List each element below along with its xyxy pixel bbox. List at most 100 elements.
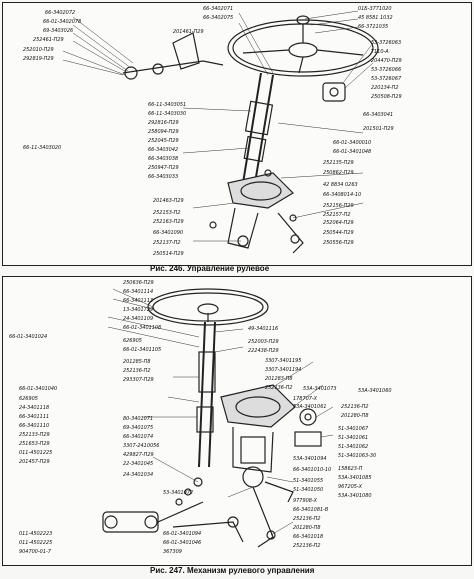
part-label: 201501-П29 — [363, 126, 394, 132]
part-label: 66-01-3401105 — [123, 347, 162, 353]
part-label: 258094-П29 — [148, 129, 179, 135]
part-label: 66-3403042 — [148, 147, 179, 153]
part-label: 51-3401050 — [293, 487, 324, 493]
part-label: 220134-П2 — [371, 85, 399, 91]
figure-247-caption: Рис. 247. Механизм рулевого управления — [150, 566, 315, 575]
part-label: 011-4502225 — [19, 540, 53, 546]
part-label: 292819-П29 — [23, 56, 54, 62]
part-label: 967205-Х — [338, 484, 363, 490]
part-label: 66-3401110 — [19, 423, 50, 429]
figure-246-caption: Рис. 246. Управление рулевое — [150, 264, 270, 273]
part-label: 252064-П29 — [323, 220, 354, 226]
part-label: 3307-3401195 — [265, 358, 302, 364]
part-label: 66-11-3403030 — [148, 111, 187, 117]
part-label: 250514-П29 — [153, 251, 184, 257]
part-label: 66-3402072 — [45, 10, 76, 16]
part-label: 252136-П2 — [341, 404, 369, 410]
part-label: 24-3401118 — [19, 405, 50, 411]
part-label: 66-3401111 — [19, 414, 50, 420]
part-label: 66-01-3401094 — [163, 531, 202, 537]
part-label: 66-3401113 — [123, 298, 154, 304]
part-label: 252136-П2 — [293, 543, 321, 549]
part-label: 66-3408014-10 — [323, 192, 362, 198]
part-label: 80-3401071 — [123, 416, 154, 422]
part-label: 66-3401090 — [153, 230, 184, 236]
part-label: 13-3401729 — [123, 307, 154, 313]
part-label: 53А-3401073 — [303, 386, 337, 392]
part-label: 49-3401116 — [248, 326, 279, 332]
part-label: 252461-П29 — [33, 37, 64, 43]
part-label: 66-11-3403020 — [23, 145, 62, 151]
part-label: 53А-3401061 — [293, 404, 327, 410]
part-label: 66-3403041 — [363, 112, 394, 118]
part-label: 252133-П29 — [19, 432, 50, 438]
part-label: 24-3401109 — [123, 316, 154, 322]
part-label: 45 8581 1032 — [358, 15, 393, 21]
part-label: 252136-П2 — [293, 516, 321, 522]
part-label: 204470-П29 — [371, 58, 402, 64]
part-label: 250508-П29 — [371, 94, 402, 100]
part-label: 904700-01-7 — [19, 549, 51, 555]
part-label: 252156-П29 — [323, 203, 354, 209]
part-label: 178707-Х — [293, 396, 318, 402]
part-label: 3307-2410056 — [123, 443, 160, 449]
figure-247-panel: 250636-П29 66-3401114 66-3401113 13-3401… — [2, 276, 472, 566]
part-label: 158623-П — [338, 466, 363, 472]
part-label: 626905 — [19, 396, 38, 402]
part-label: 66-01-3401040 — [19, 386, 58, 392]
part-label: Т110-А — [371, 49, 389, 55]
part-label: 367309 — [163, 549, 182, 555]
steering-control-drawing — [62, 10, 379, 254]
part-label: 53А-3401080 — [338, 493, 372, 499]
part-label: 011-4502223 — [19, 531, 53, 537]
part-label: 22-3401045 — [123, 461, 154, 467]
part-label: 201461-П29 — [173, 29, 204, 35]
part-label: 66-01-3400010 — [333, 140, 372, 146]
part-label: 252003-П29 — [248, 339, 279, 345]
part-label: 201283-П8 — [265, 376, 293, 382]
part-label: 53А-3401085 — [338, 475, 372, 481]
part-label: 51-3401061 — [338, 435, 369, 441]
part-label: 66-01-3401024 — [9, 334, 48, 340]
part-label: 251653-П29 — [19, 441, 50, 447]
part-label: 51-3401063-30 — [338, 453, 377, 459]
part-label: 66-3402071 — [203, 6, 234, 12]
part-label: 53-3726066 — [371, 67, 402, 73]
part-label: 201463-П29 — [153, 198, 184, 204]
steering-mechanism-drawing — [102, 288, 334, 548]
part-label: 53А-3401060 — [358, 388, 392, 394]
figure-246-panel: 66-3402072 66-01-3402078 69-3403026 2524… — [2, 2, 472, 266]
part-label: 201457-П29 — [19, 459, 50, 465]
part-label: 222438-П29 — [248, 348, 279, 354]
part-label: 66-3402075 — [203, 15, 234, 21]
part-label: 53-3726067 — [371, 76, 402, 82]
part-label: 51-3401067 — [338, 426, 369, 432]
part-label: 66-01-3402078 — [43, 19, 82, 25]
part-label: 66-3401081-В — [293, 507, 329, 513]
part-label: 53-3401072 — [163, 490, 194, 496]
part-label: 201280-П8 — [293, 525, 321, 531]
part-label: 250636-П29 — [123, 280, 154, 286]
part-label: 252137-П2 — [153, 240, 181, 246]
part-label: 201280-П8 — [341, 413, 369, 419]
part-label: 53-3726063 — [371, 40, 402, 46]
part-label: 66-3401074 — [123, 434, 154, 440]
part-label: 011-4501225 — [19, 450, 53, 456]
part-label: 51-3401055 — [293, 478, 324, 484]
part-label: 252153-П2 — [153, 210, 181, 216]
part-label: 66-3401018 — [293, 534, 324, 540]
part-label: 293307-П29 — [123, 377, 154, 383]
part-label: 66-3403038 — [148, 156, 179, 162]
part-label: 250947-П29 — [148, 165, 179, 171]
part-label: 66-3721035 — [358, 24, 389, 30]
steering-wheel-rim — [227, 19, 379, 77]
part-label: 01Б-3771020 — [358, 6, 392, 12]
part-label: 66-01-3401108 — [123, 325, 162, 331]
part-label: 250544-П29 — [323, 230, 354, 236]
part-label: 69-3401075 — [123, 425, 154, 431]
part-label: 66-11-3403051 — [148, 102, 187, 108]
part-label: 252010-П29 — [23, 47, 54, 53]
part-label: 252045-П29 — [148, 138, 179, 144]
part-label: 66-3401010-10 — [293, 467, 332, 473]
